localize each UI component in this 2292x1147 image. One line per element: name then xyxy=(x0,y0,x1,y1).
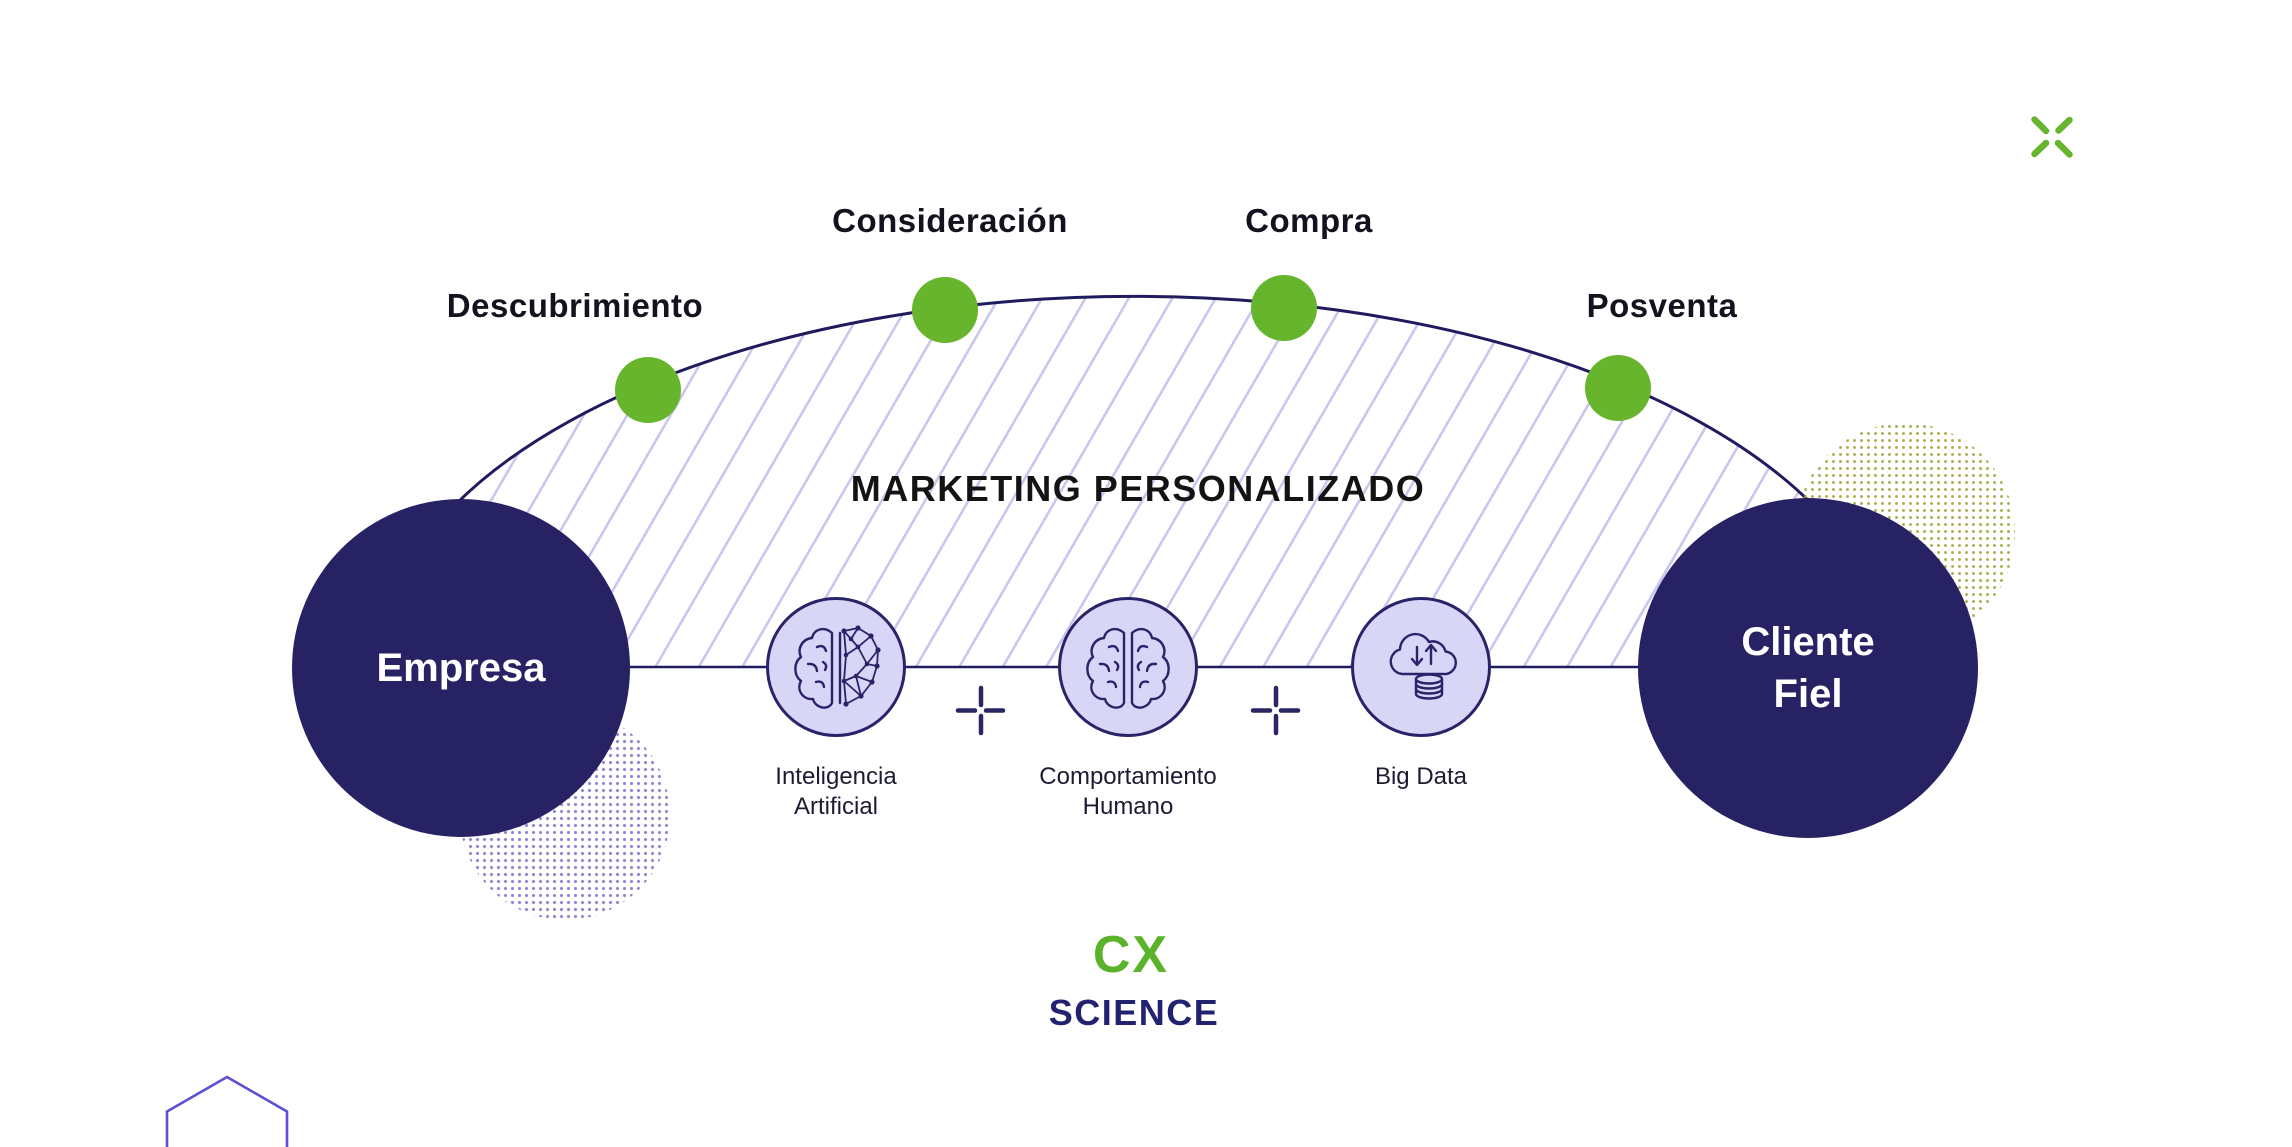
comportamiento-humano-label: Comportamiento Humano xyxy=(1039,762,1216,822)
inteligencia-artificial-chip xyxy=(766,597,906,737)
stage-label-compra: Compra xyxy=(1245,202,1373,239)
plus-icon xyxy=(955,685,1006,736)
big-data-label: Big Data xyxy=(1375,762,1467,792)
cliente-line: Cliente xyxy=(1741,620,1875,664)
label-line: Humano xyxy=(1082,793,1174,820)
label-line: Inteligencia xyxy=(775,763,897,790)
stage-dot-compra xyxy=(1251,275,1317,341)
stage-label-posventa: Posventa xyxy=(1586,287,1738,324)
stage-label-consideracion: Consideración xyxy=(832,202,1068,239)
empresa-label: Empresa xyxy=(376,646,546,690)
x-mark-icon[interactable] xyxy=(2030,114,2074,160)
label-line: Comportamiento xyxy=(1039,763,1217,790)
label-line: Big Data xyxy=(1374,763,1468,790)
diagram-title: MARKETING PERSONALIZADO xyxy=(850,468,1426,509)
ai-brain-icon xyxy=(794,625,881,709)
big-data-chip xyxy=(1351,597,1491,737)
journey-arc-line xyxy=(453,294,1815,507)
empresa-circle: Empresa xyxy=(292,499,630,837)
stage-label-descubrimiento: Descubrimiento xyxy=(446,287,704,324)
inteligencia-artificial-label: Inteligencia Artificial xyxy=(775,762,896,822)
fiel-line: Fiel xyxy=(1773,672,1843,716)
cliente-fiel-circle: Cliente Fiel xyxy=(1638,498,1978,838)
comportamiento-humano-chip xyxy=(1058,597,1198,737)
cliente-fiel-label: Cliente Fiel xyxy=(1741,616,1874,720)
big-data-cloud-icon xyxy=(1389,632,1457,700)
stage-dot-descubrimiento xyxy=(615,357,681,423)
hexagon-outline xyxy=(165,1075,289,1147)
stage-dot-consideracion xyxy=(912,277,978,343)
plus-icon xyxy=(1250,685,1301,736)
label-line: Artificial xyxy=(793,793,879,820)
logo-science: SCIENCE xyxy=(1048,992,1220,1033)
logo-cx: CX xyxy=(1092,926,1170,984)
stage-dot-posventa xyxy=(1585,355,1651,421)
human-brain-icon xyxy=(1086,627,1170,709)
